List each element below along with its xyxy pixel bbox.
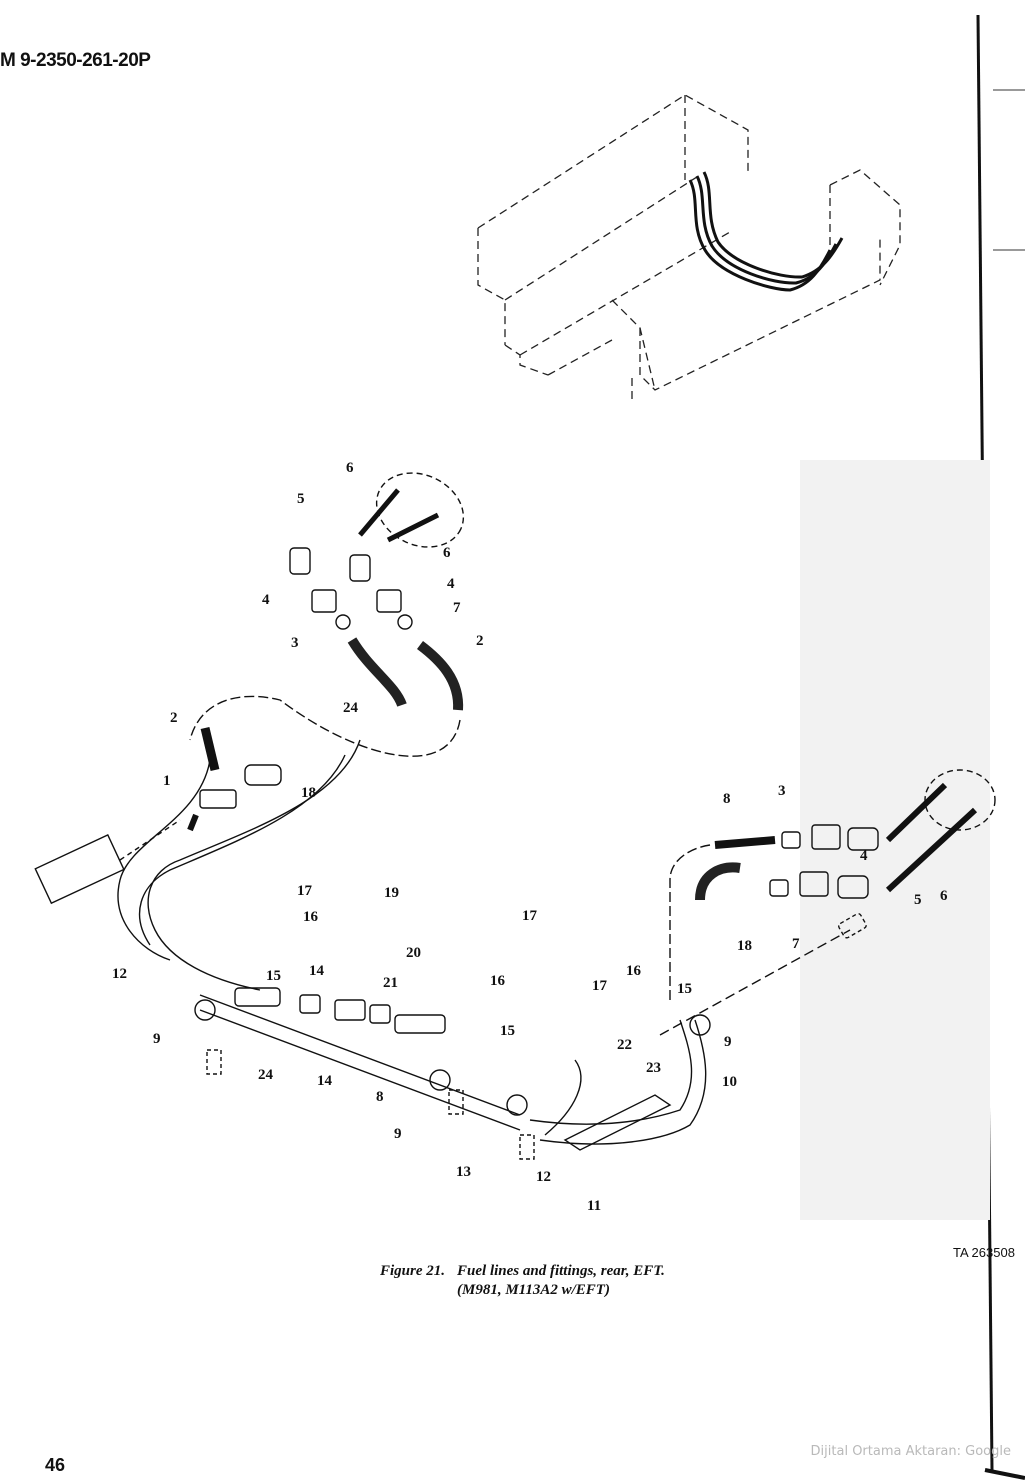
vehicle-outline <box>477 94 901 400</box>
callout-label: 7 <box>792 936 800 952</box>
callout-label: 13 <box>456 1164 471 1180</box>
callout-label: 14 <box>309 963 325 979</box>
callout-label: 6 <box>940 888 948 904</box>
callout-label: 2 <box>170 710 178 726</box>
callout-label: 2 <box>476 633 484 649</box>
callout-label: 9 <box>153 1031 161 1047</box>
fuel-line-assembly <box>34 472 996 1160</box>
ta-code: TA 263508 <box>953 1245 1015 1260</box>
callout-label: 8 <box>723 791 731 807</box>
callout-label: 20 <box>406 945 421 961</box>
fuel-line-routing <box>688 171 844 292</box>
callout-label: 18 <box>737 938 752 954</box>
document-id: M 9-2350-261-20P <box>0 50 151 71</box>
callout-label: 3 <box>778 783 786 799</box>
callout-label: 4 <box>860 848 868 864</box>
callout-label: 5 <box>297 491 305 507</box>
figure-caption: Figure 21. Fuel lines and fittings, rear,… <box>380 1262 800 1300</box>
adjacent-page-edge <box>800 14 1025 1480</box>
callout-label: 9 <box>724 1034 732 1050</box>
callout-label: 17 <box>592 978 608 994</box>
callout-label: 15 <box>500 1023 515 1039</box>
callout-label: 6 <box>443 545 451 561</box>
callout-label: 15 <box>266 968 281 984</box>
callout-label: 3 <box>291 635 299 651</box>
digitizer-watermark: Dijital Ortama Aktaran: Google <box>810 1444 1011 1459</box>
callout-label: 22 <box>617 1037 632 1053</box>
callout-label: 4 <box>447 576 455 592</box>
callout-label: 23 <box>646 1060 661 1076</box>
callout-label: 6 <box>346 460 354 476</box>
callout-label: 1 <box>163 773 171 789</box>
callout-label: 7 <box>453 600 461 616</box>
callout-label: 18 <box>301 785 316 801</box>
callout-labels: 6 5 6 4 4 7 3 2 24 2 1 18 17 16 19 20 14… <box>112 460 948 1214</box>
callout-label: 12 <box>112 966 127 982</box>
callout-label: 4 <box>262 592 270 608</box>
callout-label: 24 <box>343 700 359 716</box>
callout-label: 9 <box>394 1126 402 1142</box>
callout-label: 12 <box>536 1169 551 1185</box>
callout-label: 16 <box>303 909 319 925</box>
callout-label: 24 <box>258 1067 274 1083</box>
callout-label: 17 <box>522 908 538 924</box>
page-number: 46 <box>45 1455 66 1475</box>
callout-label: 14 <box>317 1073 333 1089</box>
caption-title: Fuel lines and fittings, rear, EFT. <box>457 1263 665 1279</box>
callout-label: 16 <box>626 963 642 979</box>
callout-label: 19 <box>384 885 399 901</box>
callout-label: 16 <box>490 973 506 989</box>
callout-label: 15 <box>677 981 692 997</box>
caption-number: Figure 21. <box>380 1263 446 1279</box>
callout-label: 8 <box>376 1089 384 1105</box>
callout-label: 10 <box>722 1074 737 1090</box>
callout-label: 11 <box>587 1198 601 1214</box>
callout-label: 21 <box>383 975 398 991</box>
callout-label: 5 <box>914 892 922 908</box>
caption-models: (M981, M113A2 w/EFT) <box>457 1282 610 1298</box>
callout-label: 17 <box>297 883 313 899</box>
